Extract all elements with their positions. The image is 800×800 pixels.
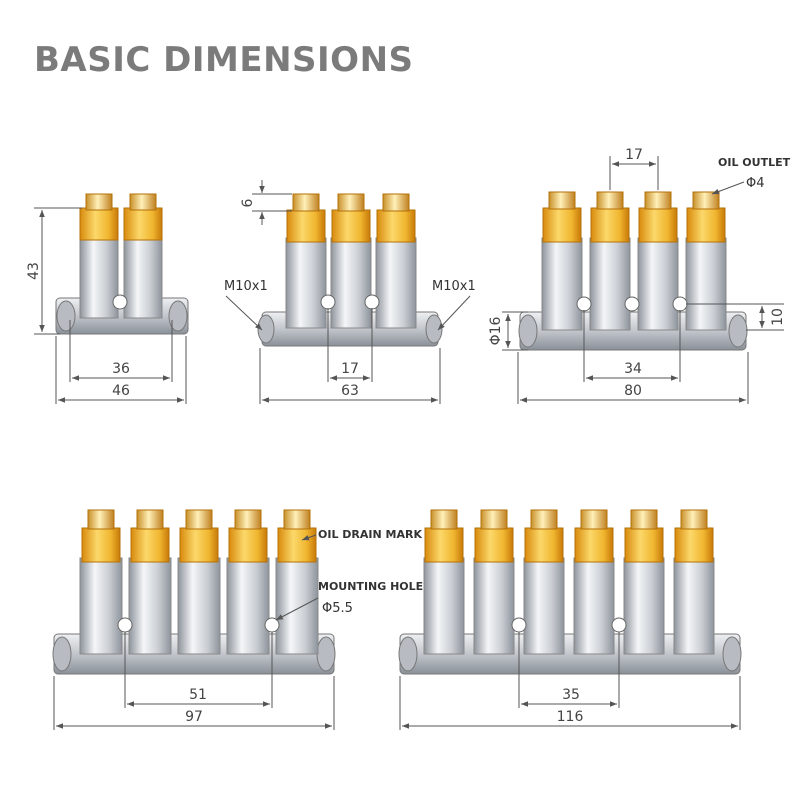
oil-outlet-dia-label: Φ4 (746, 176, 765, 191)
dim-hole-spacing-51: 51 (189, 687, 207, 703)
dim-port-dia-16: Φ16 (488, 316, 504, 345)
distributor-5-outlets (52, 509, 336, 675)
dims-distributor-1: 43 36 46 (26, 207, 187, 404)
dims-distributor-5: 35 116 (399, 632, 741, 730)
outlet-fitting (228, 509, 268, 563)
dim-total-length-46: 46 (112, 383, 130, 399)
oil-outlet-label: OIL OUTLET (718, 156, 791, 169)
dim-hole-spacing-34: 34 (624, 361, 642, 377)
dim-hole-height-10: 10 (770, 308, 786, 326)
outlet-fitting (542, 191, 582, 243)
distributor-4-outlets (518, 191, 748, 351)
outlet-fitting (624, 509, 664, 563)
distributor-3-outlets (257, 193, 443, 347)
outlet-fitting (674, 509, 714, 563)
distributor-6-outlets (398, 509, 742, 675)
dim-height-43: 43 (26, 262, 42, 280)
thread-label-left: M10x1 (224, 279, 268, 294)
outlet-fitting (424, 509, 464, 563)
outlet-fitting (81, 509, 121, 563)
outlet-fitting (277, 509, 317, 563)
outlet-fitting (331, 193, 371, 243)
outlet-fitting (638, 191, 678, 243)
dim-hole-spacing-35: 35 (562, 687, 580, 703)
dim-total-length-80: 80 (624, 383, 642, 399)
dims-distributor-3: 17 OIL OUTLET Φ4 Φ16 10 34 80 (488, 147, 791, 404)
oil-drain-mark-label: OIL DRAIN MARK (318, 528, 422, 541)
outlet-fitting (574, 509, 614, 563)
mounting-hole-dia-label: Φ5.5 (322, 601, 353, 616)
distributor-2-outlets (55, 193, 189, 335)
outlet-fitting (376, 193, 416, 243)
outlet-fitting (286, 193, 326, 243)
page-title: BASIC DIMENSIONS (34, 40, 414, 80)
outlet-fitting (524, 509, 564, 563)
mounting-hole-label: MOUNTING HOLE (318, 580, 423, 593)
dim-total-length-116: 116 (557, 709, 584, 725)
dim-cap-height-6: 6 (240, 198, 256, 207)
dim-hole-spacing-36: 36 (112, 361, 130, 377)
dims-distributor-4: OIL DRAIN MARK MOUNTING HOLE Φ5.5 51 97 (53, 528, 423, 730)
outlet-fitting (130, 509, 170, 563)
dim-outlet-pitch-17: 17 (625, 147, 643, 163)
outlet-fitting (590, 191, 630, 243)
outlet-fitting (474, 509, 514, 563)
dim-hole-spacing-17: 17 (341, 361, 359, 377)
thread-label-right: M10x1 (432, 279, 476, 294)
dim-total-length-63: 63 (341, 383, 359, 399)
dim-total-length-97: 97 (185, 709, 203, 725)
dims-distributor-2: 6 M10x1 M10x1 17 63 (224, 180, 476, 404)
outlet-fitting (123, 193, 163, 241)
outlet-fitting (79, 193, 119, 241)
outlet-fitting (179, 509, 219, 563)
outlet-fitting (686, 191, 726, 243)
